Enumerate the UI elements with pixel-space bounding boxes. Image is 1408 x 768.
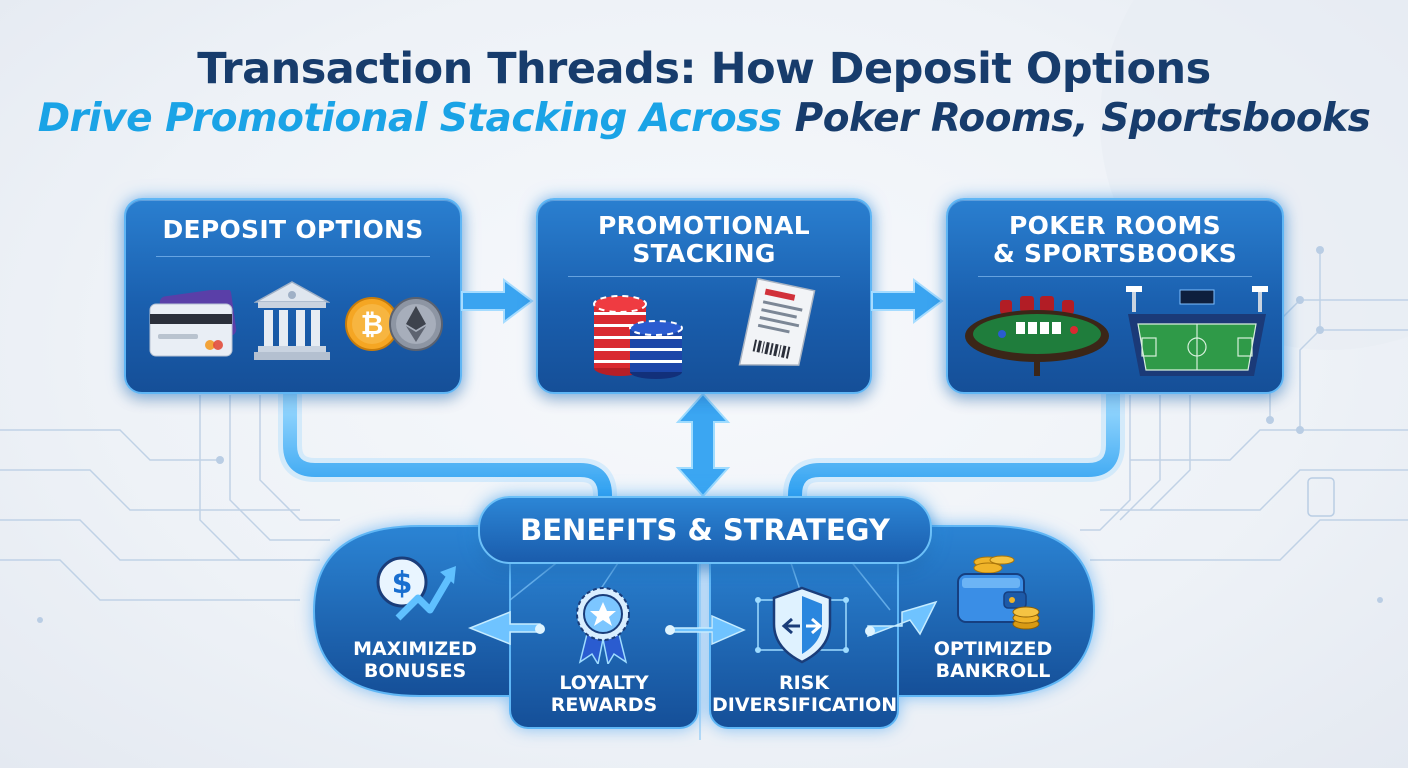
subtitle-highlight: Drive Promotional Stacking Across (37, 96, 782, 141)
svg-text:₿: ₿ (361, 308, 384, 341)
subtitle-rest: Poker Rooms, Sportsbooks (794, 96, 1371, 141)
flow-arrow-1 (461, 278, 534, 324)
poker-table-icon (965, 296, 1109, 376)
card-divider (156, 256, 430, 257)
dollar-growth-icon: $ (376, 556, 456, 621)
card-divider (568, 276, 840, 277)
svg-text:$: $ (392, 566, 413, 601)
receipt-icon (738, 278, 816, 366)
poker-chips-icon (593, 295, 683, 379)
page-title: Transaction Threads: How Deposit Options (197, 44, 1211, 94)
benefit-label-loyalty-rewards: LOYALTY REWARDS (520, 672, 688, 716)
benefit-line: RISK (778, 672, 830, 694)
benefit-line: LOYALTY (559, 672, 649, 694)
benefit-line: REWARDS (550, 694, 658, 716)
deposit-options-title: DEPOSIT OPTIONS (162, 215, 424, 244)
benefit-line: BONUSES (363, 660, 467, 682)
benefit-line: MAXIMIZED (353, 638, 477, 660)
award-ribbon-icon (576, 587, 630, 664)
benefits-strategy-hub: BENEFITS & STRATEGY (478, 496, 932, 564)
poker-sportsbooks-title-2: & SPORTSBOOKS (992, 239, 1238, 268)
wallet-icon (957, 555, 1040, 630)
bitcoin-icon: ₿ (345, 297, 399, 351)
promotional-stacking-title-2: STACKING (632, 239, 776, 268)
deposit-options-card: DEPOSIT OPTIONS ₿ (124, 198, 462, 394)
benefit-label-optimized-bankroll: OPTIMIZED BANKROLL (918, 638, 1068, 682)
benefit-label-risk-diversification: RISK DIVERSIFICATION (712, 672, 898, 716)
benefit-line: DIVERSIFICATION (712, 694, 898, 716)
benefit-line: BANKROLL (935, 660, 1051, 682)
page-subtitle: Drive Promotional Stacking Across Poker … (0, 96, 1408, 141)
credit-card-icon (149, 290, 237, 357)
ethereum-icon (389, 297, 443, 351)
benefit-label-maximized-bonuses: MAXIMIZED BONUSES (340, 638, 490, 682)
shield-icon (755, 586, 849, 664)
stadium-icon (1126, 286, 1268, 376)
benefit-line: OPTIMIZED (933, 638, 1053, 660)
flow-arrow-2 (871, 278, 944, 324)
bank-icon (254, 281, 330, 360)
promotional-stacking-card: PROMOTIONAL STACKING (536, 198, 872, 394)
promotional-stacking-title-1: PROMOTIONAL (597, 211, 811, 240)
card-divider (978, 276, 1252, 277)
poker-sportsbooks-title-1: POKER ROOMS (1009, 211, 1221, 240)
poker-sportsbooks-card: POKER ROOMS & SPORTSBOOKS (946, 198, 1284, 394)
